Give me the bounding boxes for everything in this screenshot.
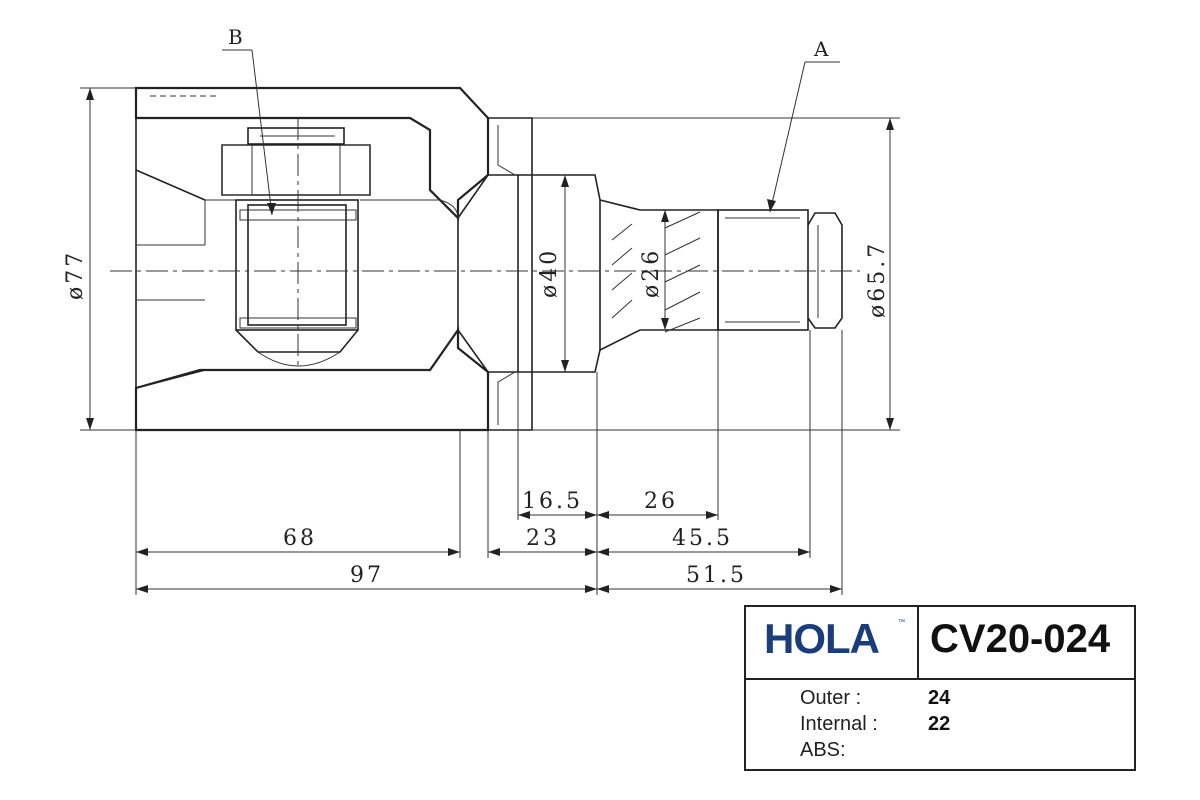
spec-label-internal: Internal : [800,713,878,735]
dim-97: 97 [136,563,597,593]
dim-16-5: 16.5 [518,489,597,519]
spec-value-internal: 22 [928,713,951,735]
title-block: HOLA ™ CV20-024 Outer : 24 Internal : 22… [744,605,1136,771]
dim-d26-label: ø26 [639,248,664,298]
callout-a-label: A [813,37,829,61]
title-block-header: HOLA ™ CV20-024 [746,607,1134,680]
trademark-mark: ™ [898,619,905,626]
part-number: CV20-024 [930,617,1111,661]
extension-lines [135,330,843,595]
dim-23-label: 23 [526,526,560,551]
dim-68: 68 [136,526,460,556]
dim-16-5-label: 16.5 [522,489,583,514]
dim-51-5: 51.5 [597,563,842,593]
dim-d77: ø77 [63,87,136,431]
dim-d40: ø40 [537,175,569,372]
dim-97-label: 97 [350,563,384,588]
dim-d65-7-label: ø65.7 [865,241,890,318]
dim-26-label: 26 [644,489,678,514]
dim-26: 26 [597,489,718,519]
housing-section [134,86,519,432]
dim-45-5-label: 45.5 [672,526,733,551]
callout-b-label: B [228,25,243,49]
tripod-roller [221,118,371,370]
spec-value-outer: 24 [928,687,951,709]
spec-label-outer: Outer : [800,687,862,709]
dim-d65-7: ø65.7 [532,117,900,431]
callout-a: A [767,37,840,213]
dim-23: 23 [488,526,597,556]
dim-d26: ø26 [639,210,669,330]
dim-d77-label: ø77 [63,250,88,300]
dim-68-label: 68 [283,526,317,551]
brand-logo: HOLA [764,615,880,662]
title-block-divider [917,607,919,680]
dim-45-5: 45.5 [597,526,810,556]
dim-51-5-label: 51.5 [686,563,747,588]
spec-label-abs: ABS: [800,739,846,761]
dim-d40-label: ø40 [537,248,562,298]
callout-b: B [222,25,276,216]
